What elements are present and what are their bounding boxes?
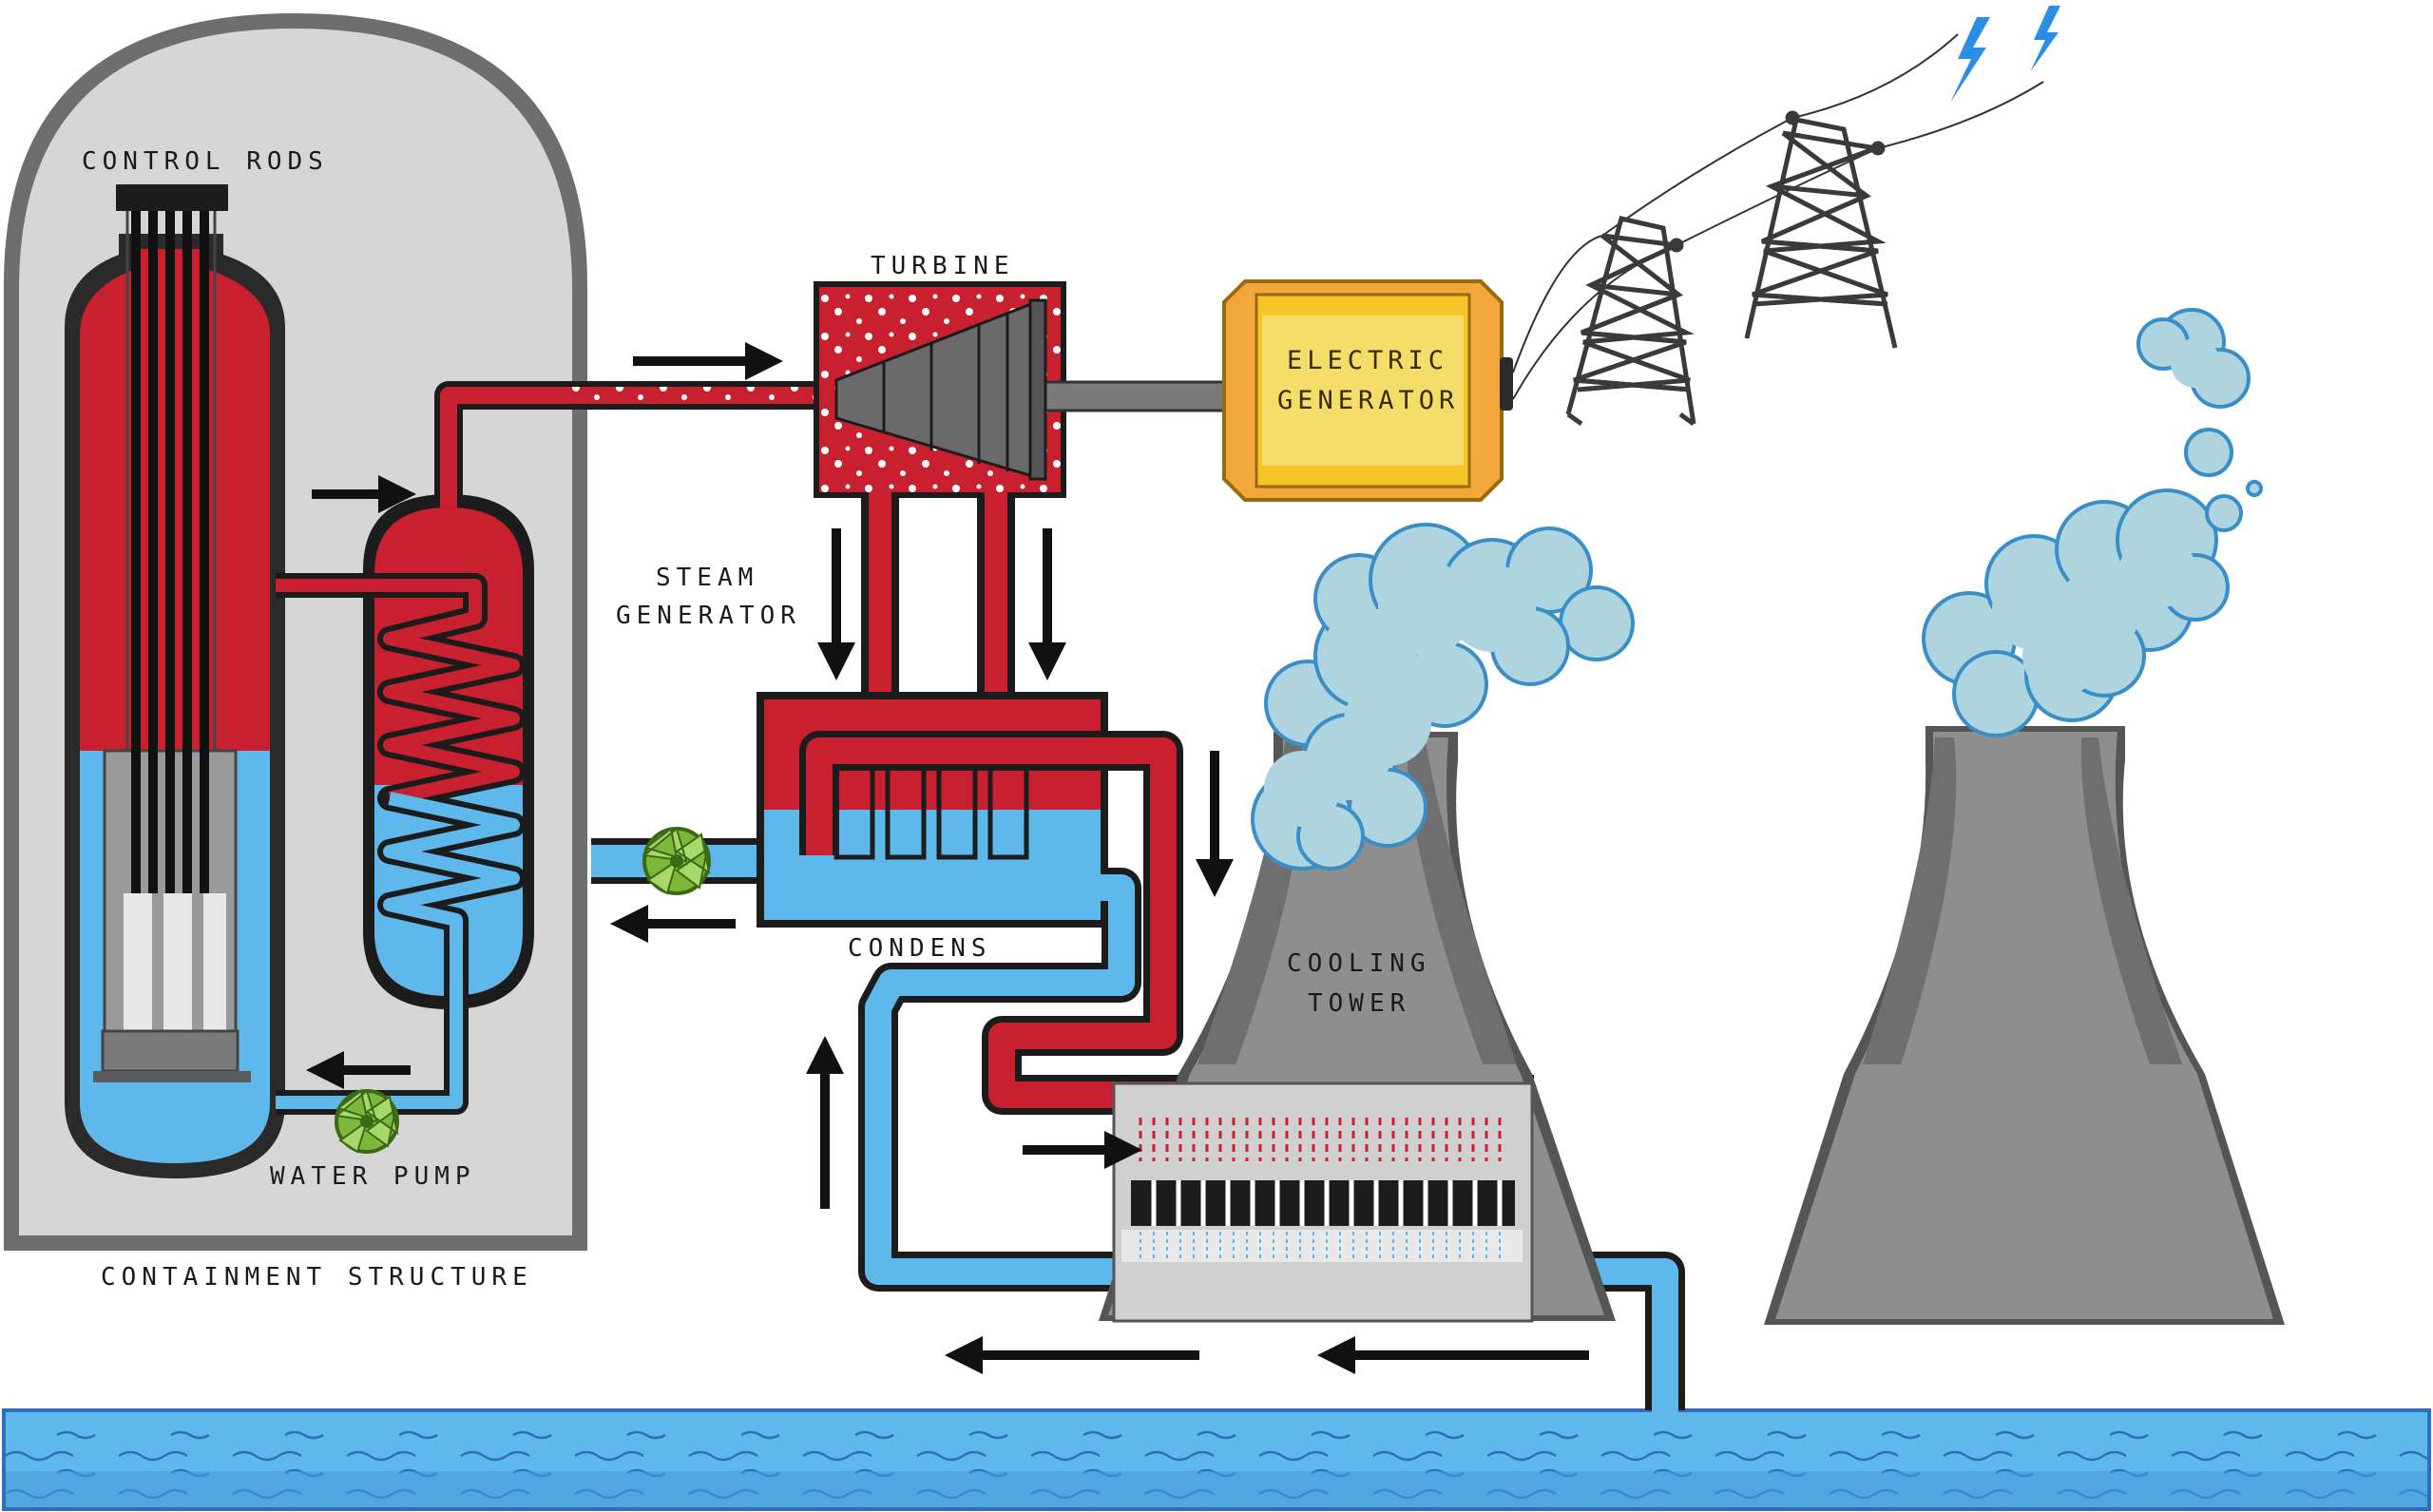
cooling-tower [1099, 732, 1616, 1323]
hot-return-pipe [799, 731, 1534, 1115]
flow-arrows [306, 342, 1589, 1374]
transmission-tower-1 [1565, 216, 1696, 427]
cooling-tower-spray [1139, 1118, 1503, 1262]
lightning-bolt-icon [1950, 6, 2060, 103]
turbine [814, 281, 1228, 498]
label-steam-generator: GENERATOR [616, 602, 801, 630]
transmission-tower-2 [1669, 110, 1898, 349]
exhaust-pipes [861, 492, 1015, 696]
electric-generator [1222, 279, 1513, 502]
water-pump-icon [334, 1089, 399, 1154]
label-turbine: TURBINE [871, 252, 1015, 280]
label-condens: CONDENS [848, 934, 992, 963]
label-containment-structure: CONTAINMENT STRUCTURE [101, 1263, 533, 1292]
feedwater-pump-icon [642, 827, 711, 895]
cooling-tower-2 [1764, 726, 2285, 1325]
label-steam: STEAM [656, 564, 758, 592]
water-body [2, 1408, 2431, 1511]
steam-cloud-2-fill [1992, 338, 2220, 696]
control-rods [116, 184, 228, 893]
label-control-rods: CONTROL RODS [82, 147, 329, 176]
label-cooling: COOLING [1287, 949, 1431, 978]
label-tower: TOWER [1308, 989, 1410, 1018]
label-electric: ELECTRIC [1287, 346, 1448, 375]
steam-cloud-1-fill [1264, 561, 1536, 827]
label-generator: GENERATOR [1277, 386, 1459, 415]
label-water-pump: WATER PUMP [270, 1162, 476, 1191]
steam-generator [276, 494, 534, 1115]
steam-pipe [434, 381, 827, 507]
